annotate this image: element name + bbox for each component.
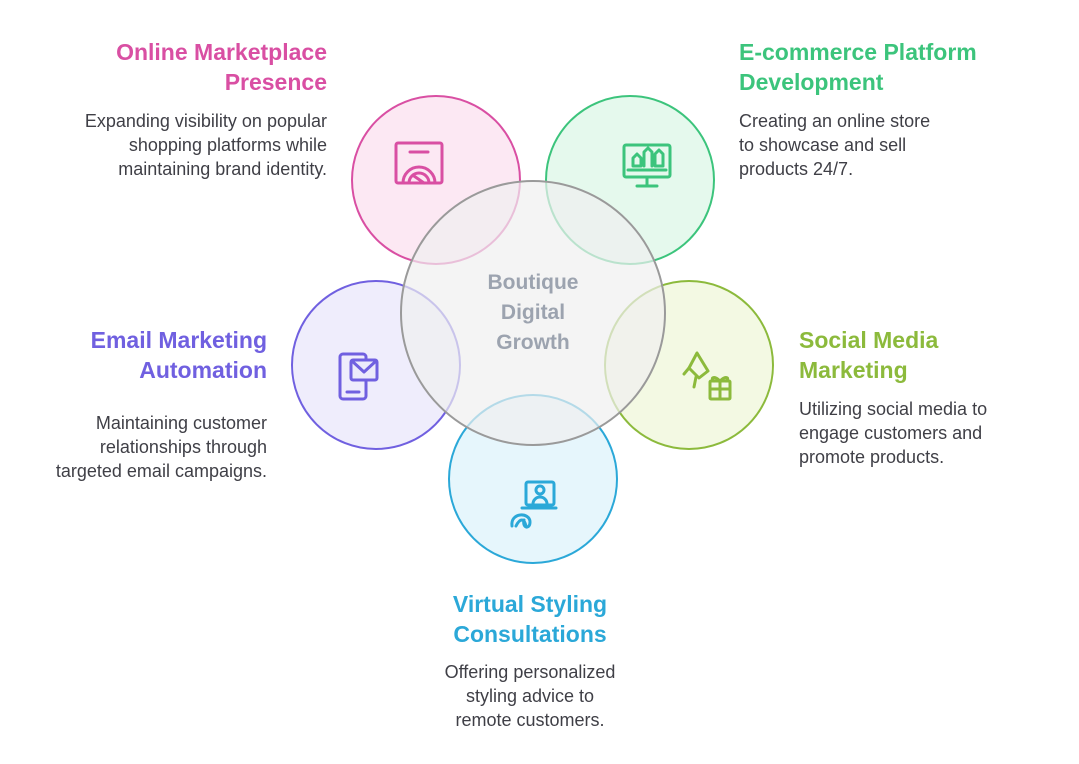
video-consultation-icon [510, 480, 558, 529]
marketplace-title: Online Marketplace Presence [116, 39, 327, 95]
email-description: Maintaining customer relationships throu… [55, 413, 267, 481]
online-store-monitor-icon [622, 143, 672, 188]
social-title: Social Media Marketing [799, 327, 939, 383]
core-circle [400, 180, 666, 446]
ecommerce-title: E-commerce Platform Development [739, 39, 977, 95]
megaphone-gift-icon [682, 351, 732, 401]
virtual-title: Virtual Styling Consultations [452, 591, 608, 647]
social-description: Utilizing social media to engage custome… [799, 399, 988, 467]
marketplace-description: Expanding visibility on popular shopping… [84, 111, 327, 179]
virtual-description: Offering personalized styling advice to … [444, 662, 616, 730]
phone-email-icon [338, 352, 379, 401]
marketplace-store-icon [394, 141, 444, 185]
core-label: Boutique Digital Growth [487, 271, 579, 354]
ecommerce-description: Creating an online store to showcase and… [739, 111, 931, 179]
email-title: Email Marketing Automation [90, 327, 267, 383]
